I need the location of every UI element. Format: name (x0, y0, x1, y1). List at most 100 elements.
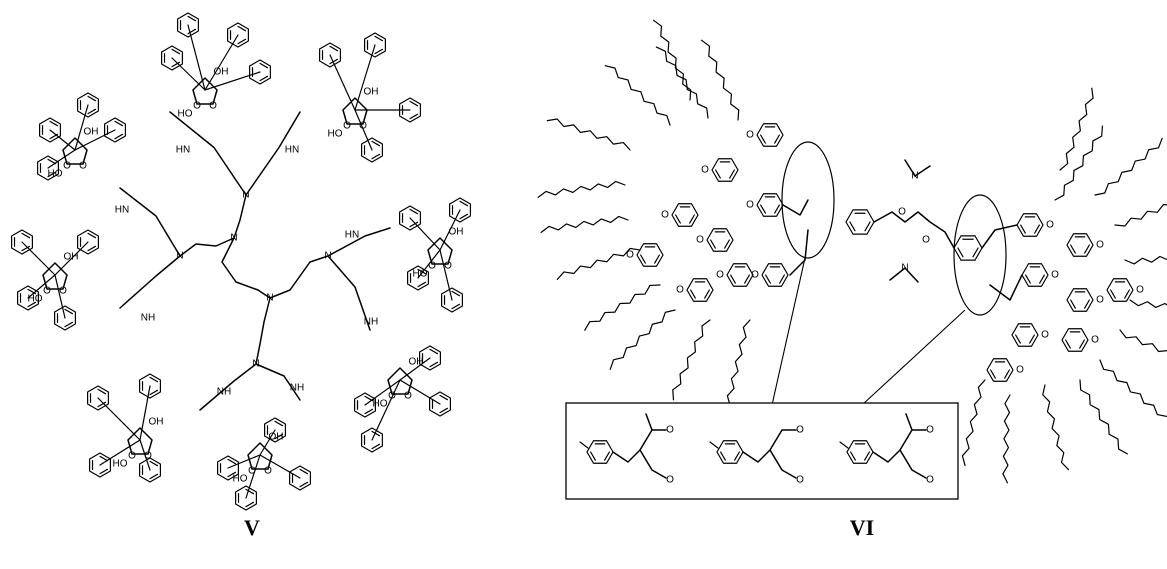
phenyl-ring (289, 465, 311, 491)
phenyl-bond (54, 241, 89, 276)
octyloxy-chain (1042, 384, 1070, 471)
phenyl-ring (104, 117, 126, 143)
phenyl-bond (227, 454, 261, 469)
ring-outline (407, 265, 429, 291)
ring-double-bond (49, 120, 59, 127)
phenyl-bond (47, 149, 76, 169)
ring-double-bond (1015, 334, 1021, 344)
octyloxy-chain (537, 180, 626, 198)
ring-outline (706, 228, 734, 252)
octyloxy-chain (1002, 394, 1011, 484)
ether-oxygen: O (1016, 365, 1024, 376)
ring-double-bond (720, 451, 726, 461)
phenyl-ring (177, 12, 199, 38)
ring-double-bond (1034, 224, 1040, 234)
aryl-ring (671, 203, 699, 227)
octyloxy-chain (556, 247, 641, 280)
ring-outline (227, 22, 249, 48)
ring-outline (636, 243, 664, 267)
phenyl-ring (361, 427, 383, 453)
octyloxy-chain (700, 39, 740, 121)
ring-double-bond (417, 281, 427, 288)
phenyl-ring (161, 45, 183, 71)
phenyl-ring (354, 392, 376, 418)
ring-outline (686, 278, 714, 302)
ring-outline (1066, 233, 1094, 257)
inset-frame (565, 402, 959, 500)
ring-double-bond (451, 303, 461, 310)
variant-oxygen: O (666, 475, 674, 486)
hydroxyl-label: HO (413, 269, 428, 280)
ring-oxygen: O (248, 466, 256, 477)
ring-double-bond (760, 204, 766, 214)
caption-vi: VI (850, 515, 874, 540)
ring-double-bond (1110, 289, 1116, 299)
hydroxyl-label: OH (364, 87, 379, 98)
aryl-ring (726, 263, 754, 287)
dioxolane-ring (342, 97, 368, 125)
ether-oxygen: O (716, 270, 724, 281)
ring-outline (249, 59, 271, 85)
ring-double-bond (97, 388, 107, 395)
octyloxy-chain (961, 379, 986, 467)
ring-outline (711, 158, 739, 182)
ring-outline (11, 229, 33, 255)
ring-double-bond (760, 134, 766, 144)
ether-oxygen: O (676, 285, 684, 296)
hydroxyl-label: OH (269, 432, 284, 443)
ring-outline (756, 193, 784, 217)
octyloxy-chain (726, 319, 751, 407)
ring-double-bond (409, 100, 419, 107)
core-chain (873, 211, 955, 249)
ring-double-bond (640, 254, 646, 264)
phenyl-bond (329, 54, 356, 111)
highlight-ellipse-right (953, 194, 1007, 316)
hydroxyl-label: HO (233, 474, 248, 485)
hydroxyl-label: HO (178, 109, 193, 120)
ring-double-bond (849, 221, 856, 232)
ring-double-bond (590, 451, 596, 461)
ring-double-bond (715, 169, 721, 179)
phenyl-ring (77, 229, 99, 255)
ring-double-bond (1039, 274, 1045, 284)
ring-double-bond (957, 247, 964, 258)
phenyl-ring (37, 155, 59, 181)
phenyl-bond (354, 109, 373, 151)
amide-arm (199, 363, 257, 411)
caption-v: V (244, 515, 260, 540)
hydroxyl-label: OH (84, 127, 99, 138)
ring-double-bond (47, 171, 57, 178)
variant-phenyl-ring (846, 440, 874, 464)
ring-double-bond (1029, 334, 1035, 344)
variant-methyl (645, 413, 653, 431)
octyloxy-chain (1059, 87, 1094, 171)
amide-arm (327, 255, 371, 331)
dioxolane-ring (62, 137, 88, 165)
phenyl-bond (204, 71, 261, 91)
aryl-ring (686, 278, 714, 302)
methyl-bond (904, 159, 916, 177)
ether-oxygen: O (751, 270, 759, 281)
ring-outline (361, 427, 383, 453)
ring-double-bond (64, 308, 74, 315)
ether-oxygen: O (746, 130, 754, 141)
hydroxyl-label: HO (113, 459, 128, 470)
aryl-ring (1066, 233, 1094, 257)
aryl-ring (761, 263, 789, 287)
phenyl-ring (407, 265, 429, 291)
octyloxy-chain (1054, 125, 1104, 201)
amide-nh-label: NH (364, 317, 378, 328)
ring-double-bond (87, 245, 97, 252)
ring-outline (1066, 288, 1094, 312)
variant-phenyl-ring (716, 440, 744, 464)
ring-double-bond (734, 451, 740, 461)
ring-double-bond (114, 120, 124, 127)
ring-oxygen: O (193, 101, 201, 112)
branch-linker (179, 237, 235, 257)
ring-double-bond (99, 455, 109, 462)
ring-oxygen: O (128, 451, 136, 462)
amide-arm (245, 111, 301, 196)
phenyl-ring (89, 452, 111, 478)
